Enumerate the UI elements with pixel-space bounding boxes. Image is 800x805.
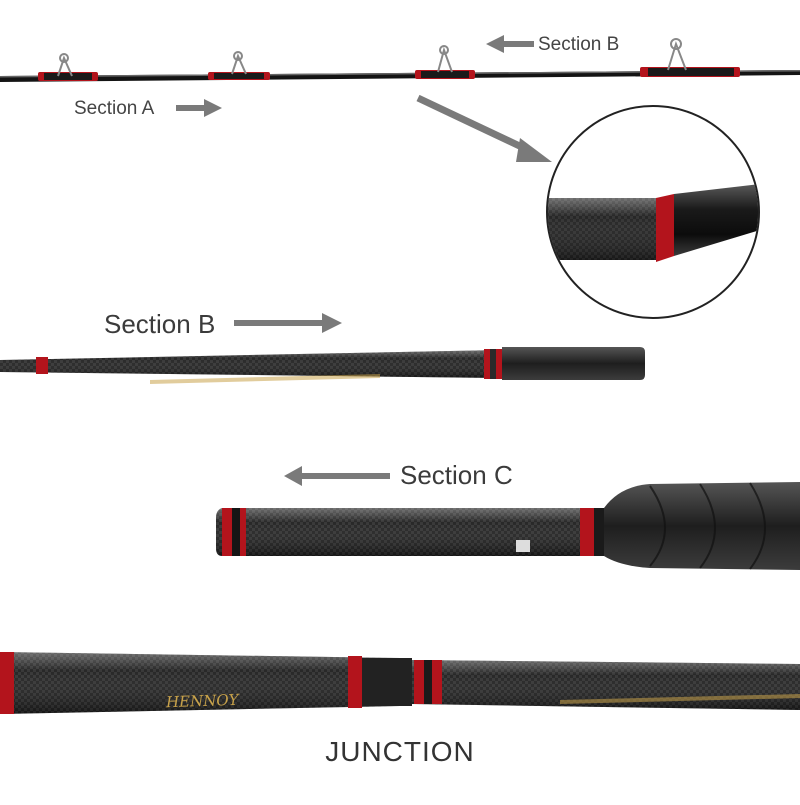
section-a-label: Section A [74,98,155,119]
junction-rod [0,652,800,714]
brand-logo-text: HENNOY [165,690,239,712]
section-c-arrow [284,466,390,486]
zoom-detail-circle [546,105,760,319]
section-c-label: Section C [400,460,513,490]
section-b-rod [0,347,645,384]
section-c-rod [216,482,800,570]
junction-label: JUNCTION [325,736,475,767]
section-b-label: Section B [104,309,216,339]
section-b-arrow [234,313,342,333]
zoom-arrow [416,94,552,162]
top-rod-with-guides [0,38,800,82]
section-b-top-arrow [486,35,534,53]
section-b-top-label: Section B [538,34,620,55]
section-a-arrow [176,99,222,117]
